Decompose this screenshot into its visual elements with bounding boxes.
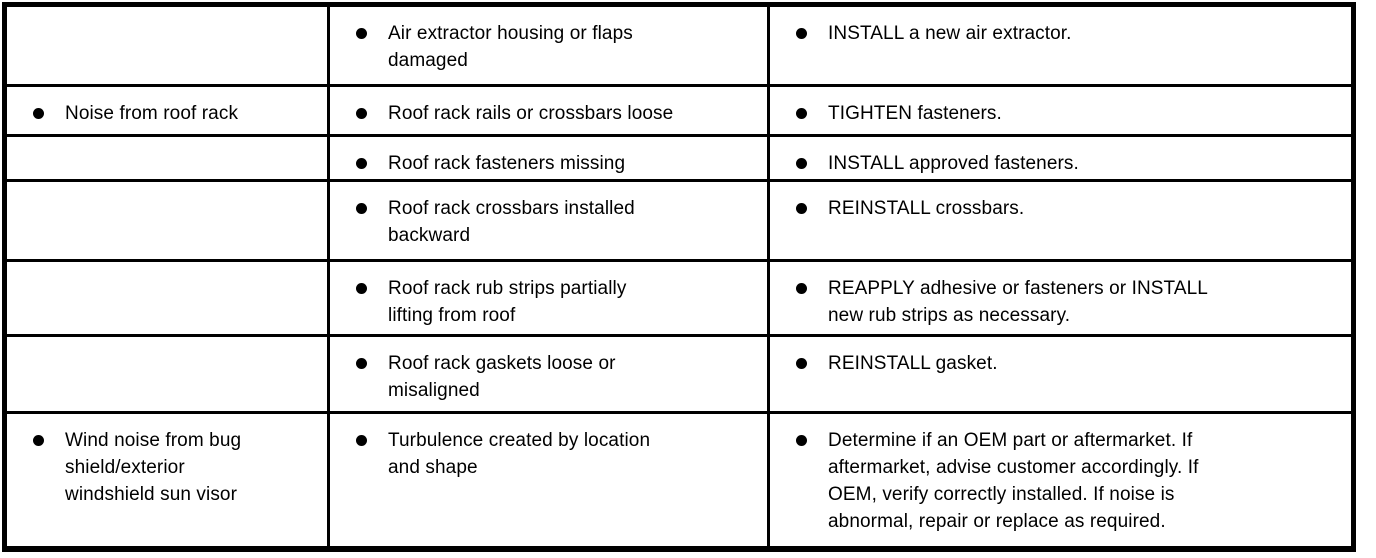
action-text: REINSTALL crossbars. xyxy=(828,198,1025,219)
bullet-icon xyxy=(796,28,807,39)
table-row: Roof rack fasteners missing INSTALL appr… xyxy=(7,134,1351,179)
action-cell: Determine if an OEM part or aftermarket.… xyxy=(767,414,1351,546)
source-text: Roof rack rub strips partially lifting f… xyxy=(388,278,627,326)
table-row: Roof rack rub strips partially lifting f… xyxy=(7,259,1351,334)
bullet-icon xyxy=(356,435,367,446)
action-cell: INSTALL approved fasteners. xyxy=(767,137,1351,179)
table-row: Roof rack crossbars installed backward R… xyxy=(7,179,1351,259)
condition-text: Noise from roof rack xyxy=(65,103,239,124)
table-row: Roof rack gaskets loose or misaligned RE… xyxy=(7,334,1351,411)
diagnostic-table: Air extractor housing or flaps damaged I… xyxy=(2,2,1356,552)
bullet-icon xyxy=(356,358,367,369)
action-cell: REINSTALL crossbars. xyxy=(767,182,1351,259)
condition-cell xyxy=(7,137,327,179)
table-row: Wind noise from bug shield/exterior wind… xyxy=(7,411,1351,546)
action-text: Determine if an OEM part or aftermarket.… xyxy=(828,430,1199,532)
action-text: INSTALL a new air extractor. xyxy=(828,23,1072,44)
source-cell: Turbulence created by location and shape xyxy=(327,414,767,546)
table-row: Air extractor housing or flaps damaged I… xyxy=(7,7,1351,84)
bullet-icon xyxy=(356,158,367,169)
bullet-icon xyxy=(796,435,807,446)
bullet-icon xyxy=(796,203,807,214)
bullet-icon xyxy=(33,435,44,446)
condition-text: Wind noise from bug shield/exterior wind… xyxy=(65,430,242,505)
bullet-icon xyxy=(356,108,367,119)
source-text: Turbulence created by location and shape xyxy=(388,430,651,478)
source-text: Roof rack fasteners missing xyxy=(388,153,626,174)
source-cell: Air extractor housing or flaps damaged xyxy=(327,7,767,84)
condition-cell xyxy=(7,262,327,334)
table-row: Noise from roof rack Roof rack rails or … xyxy=(7,84,1351,134)
source-text: Roof rack crossbars installed backward xyxy=(388,198,635,246)
source-cell: Roof rack crossbars installed backward xyxy=(327,182,767,259)
action-cell: REINSTALL gasket. xyxy=(767,337,1351,411)
source-text: Roof rack rails or crossbars loose xyxy=(388,103,674,124)
condition-cell: Wind noise from bug shield/exterior wind… xyxy=(7,414,327,546)
condition-cell: Noise from roof rack xyxy=(7,87,327,134)
bullet-icon xyxy=(356,283,367,294)
source-cell: Roof rack gaskets loose or misaligned xyxy=(327,337,767,411)
source-cell: Roof rack rub strips partially lifting f… xyxy=(327,262,767,334)
action-text: REINSTALL gasket. xyxy=(828,353,998,374)
bullet-icon xyxy=(33,108,44,119)
condition-cell xyxy=(7,337,327,411)
bullet-icon xyxy=(356,203,367,214)
action-cell: REAPPLY adhesive or fasteners or INSTALL… xyxy=(767,262,1351,334)
condition-cell xyxy=(7,182,327,259)
action-cell: INSTALL a new air extractor. xyxy=(767,7,1351,84)
bullet-icon xyxy=(796,283,807,294)
source-text: Roof rack gaskets loose or misaligned xyxy=(388,353,616,401)
action-text: INSTALL approved fasteners. xyxy=(828,153,1079,174)
source-text: Air extractor housing or flaps damaged xyxy=(388,23,633,71)
action-cell: TIGHTEN fasteners. xyxy=(767,87,1351,134)
condition-cell xyxy=(7,7,327,84)
action-text: REAPPLY adhesive or fasteners or INSTALL… xyxy=(828,278,1208,326)
bullet-icon xyxy=(796,108,807,119)
bullet-icon xyxy=(356,28,367,39)
bullet-icon xyxy=(796,158,807,169)
bullet-icon xyxy=(796,358,807,369)
source-cell: Roof rack rails or crossbars loose xyxy=(327,87,767,134)
action-text: TIGHTEN fasteners. xyxy=(828,103,1002,124)
source-cell: Roof rack fasteners missing xyxy=(327,137,767,179)
